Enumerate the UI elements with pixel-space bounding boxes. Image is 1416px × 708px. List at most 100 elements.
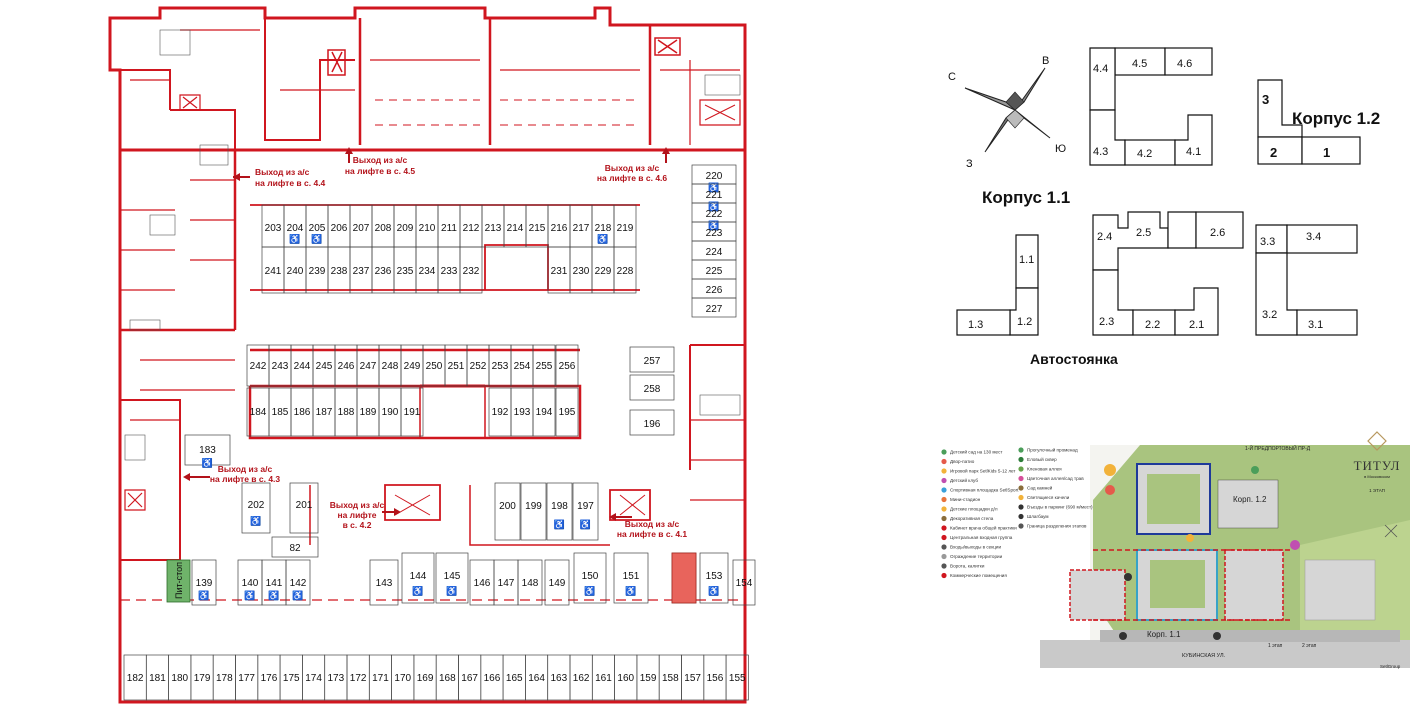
legend-marker-icon — [941, 515, 947, 522]
parking-spot-201 — [289, 482, 319, 534]
legend-right-item: Цветочная аллея/сад трав — [1027, 476, 1084, 481]
parking-spot-label: 200 — [499, 501, 516, 512]
parking-spot-label: 165 — [506, 673, 523, 684]
exit-45-line1: Выход из а/с — [353, 155, 408, 165]
accessible-icon: ♿ — [198, 590, 209, 601]
parking-spot-label: 220 — [706, 171, 723, 182]
parking-spot-label: 170 — [394, 673, 411, 684]
parking-title: Автостоянка — [1030, 351, 1118, 367]
legend-left-item: Детский клуб — [950, 477, 978, 483]
parking-spot-label: 229 — [595, 266, 612, 277]
parking-spot-label: 190 — [382, 407, 399, 418]
parking-spot-label: 226 — [706, 285, 723, 296]
parking-spot-label: 239 — [309, 266, 326, 277]
parking-spot-label: 163 — [551, 673, 568, 684]
parking-spot-139 — [191, 559, 217, 606]
legend-marker-icon — [1018, 504, 1024, 510]
parking-spot-label: 139 — [196, 578, 213, 589]
parking-spot-191 — [400, 387, 424, 437]
parking-spot-150 — [573, 552, 607, 604]
parking-spot-label: 232 — [463, 266, 480, 277]
parking-spot-label: 249 — [404, 361, 421, 372]
parking-spot-label: 178 — [216, 673, 233, 684]
parking-spot-label: 159 — [640, 673, 657, 684]
sec-2-3: 2.3 — [1099, 316, 1114, 328]
accessible-icon: ♿ — [446, 585, 457, 596]
parking-spot-label: 215 — [529, 223, 546, 234]
parking-spot-label: 148 — [522, 578, 539, 589]
legend-marker-icon — [941, 534, 947, 541]
exit-46-line1: Выход из а/с — [605, 163, 660, 173]
parking-spot-155 — [725, 654, 749, 701]
parking-spot-200 — [494, 482, 521, 541]
parking-spot-label: 145 — [444, 571, 461, 582]
parking-spot-label: 155 — [729, 673, 746, 684]
site-map: 1-Й ПРЕДПОРТОВЫЙ ПР-Д КУБИНСКАЯ УЛ. Корп… — [1040, 431, 1410, 669]
brand-sub: в Московском — [1364, 474, 1390, 479]
legend-marker-icon — [941, 496, 947, 503]
stage-label: 1 ЭТАП — [1369, 488, 1385, 493]
parking-spot-label: 192 — [492, 407, 509, 418]
exit-42-line2: на лифте — [337, 510, 376, 520]
legend-marker-icon — [1018, 475, 1024, 482]
parking-spot-label: 256 — [559, 361, 576, 372]
sec-2-2: 2.2 — [1145, 319, 1160, 331]
parking-spot-label: 247 — [360, 361, 377, 372]
parking-spot-label: 156 — [707, 673, 724, 684]
pit-stop-label: Пит-стоп — [174, 562, 184, 599]
parking-spot-label: 228 — [617, 266, 634, 277]
parking-spot-label: 211 — [441, 223, 457, 234]
accessible-icon: ♿ — [708, 220, 719, 231]
legend-right-item: Еловый сквер — [1027, 456, 1057, 462]
parking-spot-label: 219 — [617, 223, 634, 234]
setlgroup-logo: SetlGroup — [1380, 664, 1401, 669]
parking-spot-144 — [401, 552, 435, 604]
parking-spot-196 — [629, 409, 675, 436]
sec-2-4: 2.4 — [1097, 231, 1112, 243]
parking-spot-label: 194 — [536, 407, 553, 418]
parking-spot-label: 82 — [289, 543, 301, 554]
parking-spot-label: 203 — [265, 223, 282, 234]
legend-left-item: Кабинет врача общей практики — [950, 525, 1017, 531]
sec-1: 1 — [1323, 145, 1330, 160]
sec-1-1: 1.1 — [1019, 254, 1034, 266]
parking-spot-202 — [241, 482, 271, 534]
accessible-icon: ♿ — [311, 233, 322, 244]
exit-42-line3: в с. 4.2 — [343, 520, 372, 530]
parking-spot-label: 193 — [514, 407, 531, 418]
korp11-map-label: Корп. 1.1 — [1147, 630, 1181, 639]
legend-left-item: Мини-стадион — [950, 497, 981, 502]
parking-spot-label: 248 — [382, 361, 399, 372]
parking-spot-255 — [532, 344, 556, 387]
legend-right-item: Граница разделения этапов — [1027, 524, 1087, 529]
compass-n: В — [1042, 55, 1049, 67]
parking-spot-label: 183 — [199, 445, 216, 456]
parking-spot-label: 240 — [287, 266, 304, 277]
sec-3-4: 3.4 — [1306, 231, 1321, 243]
sec-2-1: 2.1 — [1189, 319, 1204, 331]
parking-spot-label: 172 — [350, 673, 367, 684]
sec-4-4: 4.4 — [1093, 63, 1108, 75]
schema-blocks — [956, 47, 1361, 336]
exit-41-line2: на лифте в с. 4.1 — [617, 529, 688, 539]
legend-marker-icon — [941, 477, 947, 484]
parking-spot-228 — [613, 246, 637, 294]
parking-spot-label: 222 — [706, 209, 723, 220]
pit-stop-zone — [166, 559, 191, 603]
legend-marker-icon — [941, 544, 947, 550]
parking-spot-label: 141 — [266, 578, 283, 589]
parking-spot-label: 212 — [463, 223, 480, 234]
parking-spot-label: 225 — [706, 266, 723, 277]
legend-marker-icon — [941, 572, 947, 579]
parking-spot-label: 166 — [484, 673, 501, 684]
parking-spot-label: 173 — [328, 673, 345, 684]
exit-46-line2: на лифте в с. 4.6 — [597, 173, 668, 183]
parking-spot-label: 161 — [595, 673, 612, 684]
parking-spot-label: 197 — [577, 501, 594, 512]
sec-4-6: 4.6 — [1177, 58, 1192, 70]
parking-spot-label: 191 — [404, 407, 421, 418]
accessible-icon: ♿ — [289, 233, 300, 244]
parking-spot-258 — [629, 374, 675, 401]
compass-w: С — [948, 71, 956, 83]
sec-2-6: 2.6 — [1210, 227, 1225, 239]
